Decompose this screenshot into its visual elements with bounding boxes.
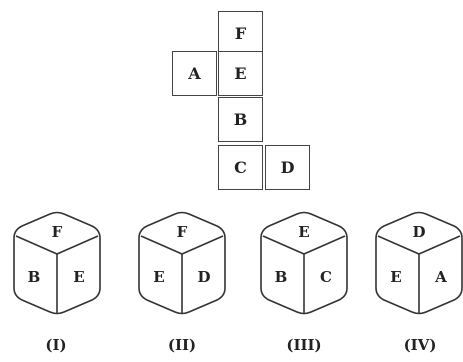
cube-drawings: F B E F E D E B C D E A — [13, 211, 463, 315]
cube-2-right-label: D — [197, 268, 210, 286]
net-face-b: B — [218, 97, 263, 142]
cube-4-caption: (IV) — [403, 336, 437, 354]
cube-2-top-label: F — [177, 223, 188, 241]
net-face-d: D — [265, 145, 310, 190]
cube-option-2: F E D — [138, 211, 226, 315]
cube-options: F B E F E D E B C D E A — [0, 200, 463, 358]
net-face-f: F — [218, 11, 263, 56]
cube-option-4: D E A — [375, 211, 463, 315]
cube-4-left-label: E — [390, 268, 401, 286]
cube-2-caption: (II) — [167, 336, 197, 354]
cube-2-left-label: E — [153, 268, 164, 286]
cube-option-3: E B C — [260, 211, 348, 315]
cube-3-left-label: B — [275, 268, 288, 286]
cube-4-right-label: A — [434, 268, 447, 286]
cube-4-top-label: D — [412, 223, 425, 241]
cube-3-right-label: C — [320, 268, 332, 286]
cube-1-right-label: E — [73, 268, 84, 286]
cube-3-top-label: E — [298, 223, 309, 241]
cube-3-caption: (III) — [286, 336, 322, 354]
cube-1-caption: (I) — [45, 336, 67, 354]
cube-option-1: F B E — [13, 211, 101, 315]
net-face-e: E — [218, 51, 263, 96]
net-face-a: A — [172, 51, 217, 96]
cube-1-top-label: F — [52, 223, 63, 241]
net-face-c: C — [218, 145, 263, 190]
cube-1-left-label: B — [28, 268, 41, 286]
